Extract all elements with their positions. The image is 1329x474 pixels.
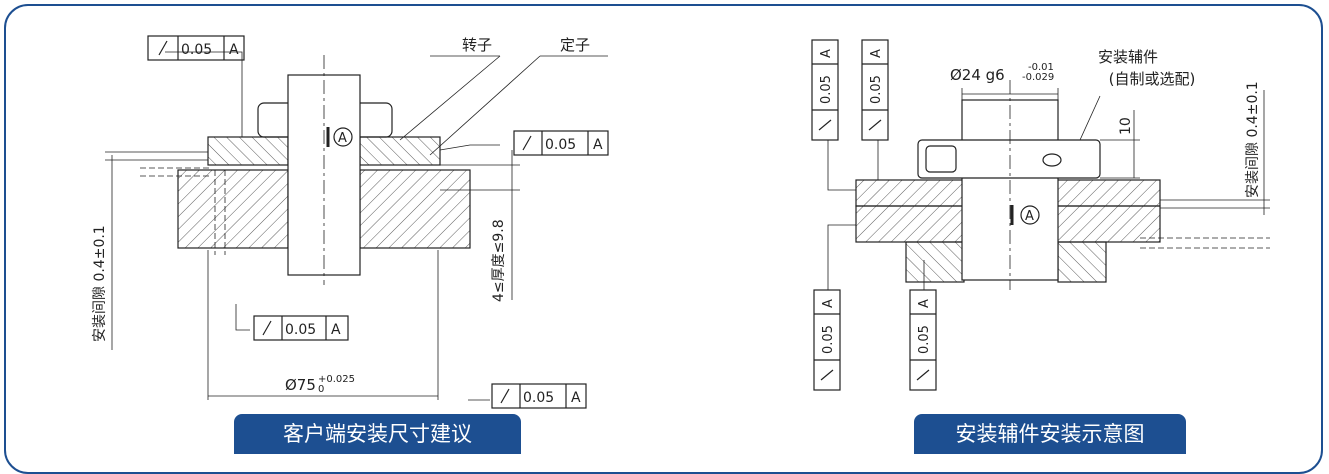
right-shaft-tol-up: -0.01 xyxy=(1028,62,1054,73)
right-height-label: 10 xyxy=(1118,117,1134,135)
left-gap-label: 安装间隙 0.4±0.1 xyxy=(92,225,108,342)
left-diameter-tol-up: +0.025 xyxy=(318,374,355,385)
right-datum-label: A xyxy=(1025,209,1034,224)
left-caption: 客户端安装尺寸建议 xyxy=(234,414,521,454)
left-base-housing-right xyxy=(359,169,471,249)
left-diameter-tol-low: 0 xyxy=(318,384,324,395)
right-fcf-4-value: 0.05 xyxy=(917,325,932,354)
right-caption: 安装辅件安装示意图 xyxy=(914,414,1186,454)
technical-drawing: 0.05 A 0.05 A 0.05 A 0.05 A 转子 定子 A 安装间隙… xyxy=(92,35,1270,409)
left-datum-label: A xyxy=(338,131,347,146)
left-rotor-label: 转子 xyxy=(462,36,492,54)
left-fcf-right-value: 0.05 xyxy=(545,137,576,153)
right-shaft-label: Ø24 g6 xyxy=(950,66,1005,84)
right-fcf-2-value: 0.05 xyxy=(869,75,884,104)
left-stator-label: 定子 xyxy=(560,36,590,54)
right-shaft-tol-low: -0.029 xyxy=(1022,72,1054,83)
right-fcf-3 xyxy=(813,289,841,391)
left-fcf-mid-datum: A xyxy=(331,322,341,338)
right-fcf-2 xyxy=(861,39,889,141)
left-diameter-label: Ø75 xyxy=(285,376,316,394)
right-fcf-3-datum: A xyxy=(821,299,836,308)
right-fcf-1 xyxy=(811,39,839,141)
left-text-group: 0.05 A 0.05 A 0.05 A 0.05 A 转子 定子 A 安装间隙… xyxy=(92,36,603,406)
right-fcf-4-datum: A xyxy=(917,299,932,308)
right-drawing xyxy=(811,39,1270,391)
left-base-housing-left xyxy=(177,169,289,249)
left-fcf-bottom xyxy=(491,383,587,409)
left-fcf-mid xyxy=(253,315,349,341)
left-stator-plate xyxy=(359,136,441,166)
left-fcf-right-datum: A xyxy=(593,137,603,153)
right-base-left xyxy=(905,241,965,283)
right-fcf-1-datum: A xyxy=(819,49,834,58)
left-fcf-top-datum: A xyxy=(229,42,239,58)
left-fcf-top-value: 0.05 xyxy=(181,42,212,58)
left-rotor-plate xyxy=(207,136,289,166)
left-thickness-label: 4≤厚度≤9.8 xyxy=(491,219,507,302)
left-fcf-bottom-datum: A xyxy=(571,390,581,406)
right-gap-label: 安装间隙 0.4±0.1 xyxy=(1245,81,1261,198)
right-base-right xyxy=(1057,241,1107,283)
left-fcf-mid-value: 0.05 xyxy=(285,322,316,338)
right-text-group: A 0.05 A 0.05 A 0.05 A 0.05 安装辅件 (自制或选配)… xyxy=(819,48,1261,354)
left-fcf-bottom-value: 0.05 xyxy=(523,390,554,406)
left-fcf-top xyxy=(147,35,245,61)
right-aux-label-2: (自制或选配) xyxy=(1109,70,1196,88)
right-fcf-2-datum: A xyxy=(869,49,884,58)
right-fcf-3-value: 0.05 xyxy=(821,325,836,354)
right-fcf-4 xyxy=(909,289,937,391)
left-drawing xyxy=(105,35,609,409)
right-fcf-1-value: 0.05 xyxy=(819,75,834,104)
right-aux-label-1: 安装辅件 xyxy=(1098,48,1158,66)
right-aux-fixture xyxy=(917,139,1101,179)
left-fcf-right xyxy=(513,130,609,156)
